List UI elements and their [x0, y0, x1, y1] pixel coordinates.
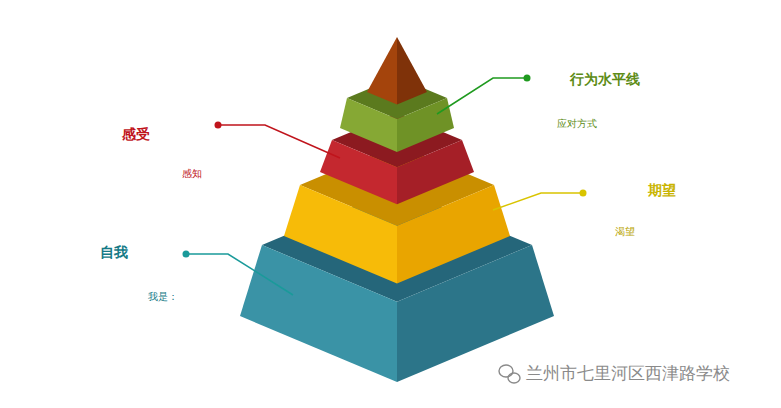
- level-title: 期望: [648, 182, 676, 199]
- leader-line: [218, 125, 340, 158]
- level-title: 感受: [122, 126, 150, 143]
- band-left-face: [320, 140, 397, 204]
- level-note: 渴望: [615, 226, 635, 238]
- leader-dot: [524, 75, 531, 82]
- level-title: 自我: [100, 244, 128, 261]
- band-right-face: [397, 98, 454, 152]
- leader-dot: [215, 122, 222, 129]
- pyramid-bands: [240, 37, 554, 382]
- apex-left-face: [367, 37, 397, 105]
- leader-dot: [183, 251, 190, 258]
- band-left-face: [284, 185, 397, 283]
- level-title: 行为水平线: [570, 71, 640, 88]
- leader-line: [186, 254, 293, 295]
- leader-dot: [580, 190, 587, 197]
- wechat-icon: [499, 365, 520, 383]
- band-left-face: [340, 98, 397, 152]
- band-right-face: [397, 185, 510, 283]
- leader-line: [493, 193, 583, 210]
- apex-right-face: [397, 37, 427, 105]
- level-note: 感知: [182, 168, 202, 180]
- level-note: 应对方式: [557, 118, 597, 130]
- leader-line: [437, 78, 527, 114]
- watermark: 兰州市七里河区西津路学校: [526, 363, 730, 383]
- leader-lines: [183, 75, 587, 296]
- band-right-face: [397, 140, 474, 204]
- level-note: 我是：: [148, 291, 178, 303]
